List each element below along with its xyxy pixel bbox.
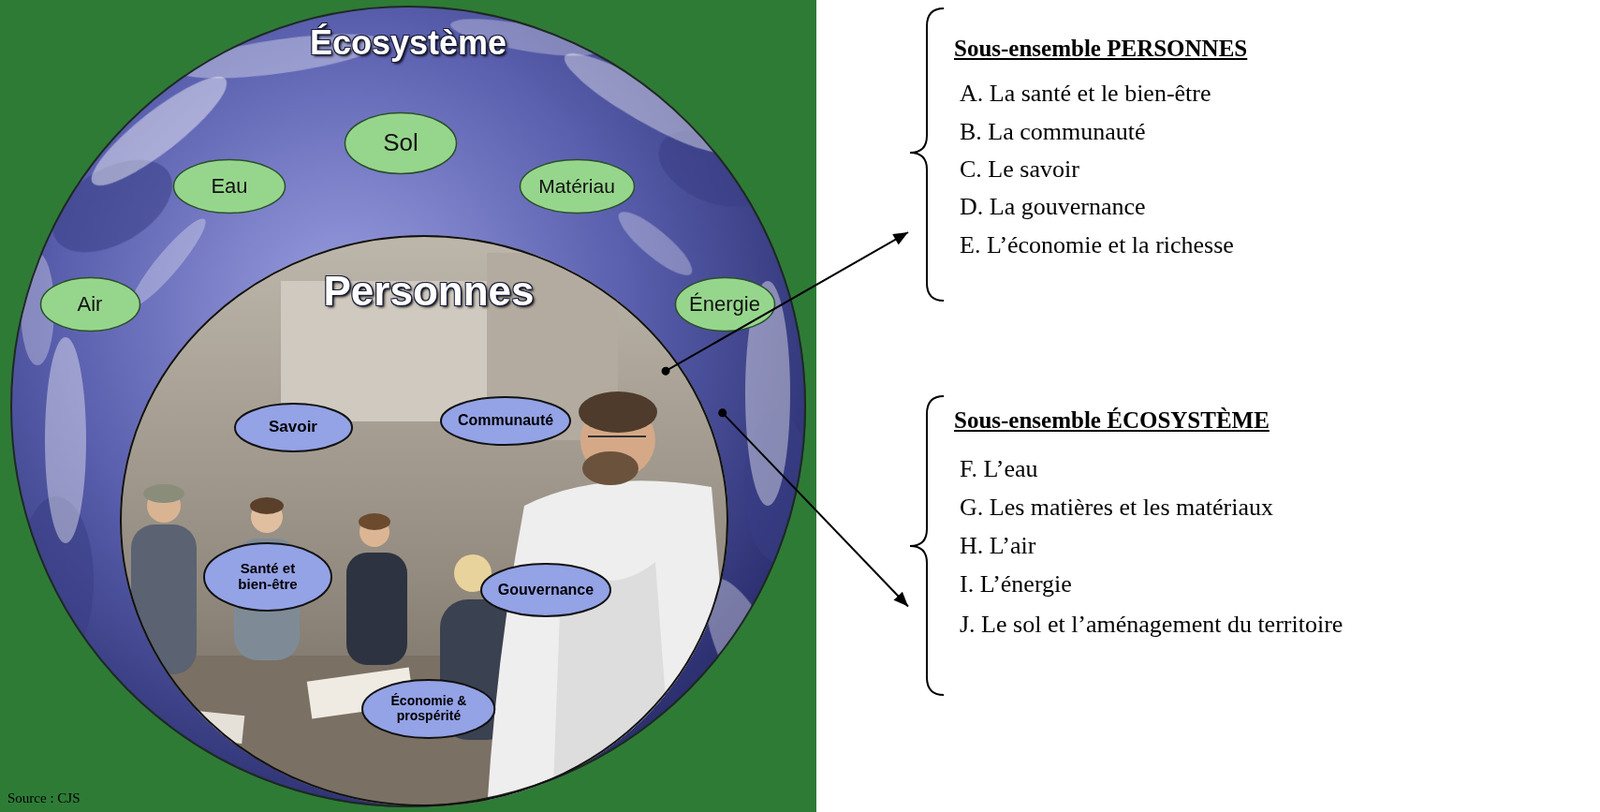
circle-border xyxy=(11,6,806,807)
list-item: A. La santé et le bien-être xyxy=(959,79,1212,108)
people-ellipse: Savoir xyxy=(233,401,354,454)
list-item: G. Les matières et les matériaux xyxy=(959,493,1274,522)
list-item: I. L’énergie xyxy=(959,570,1072,599)
ellipse-fill xyxy=(481,563,611,617)
ellipse-label: Communauté xyxy=(457,411,554,429)
people-circle: Savoir CommunautéSanté et bien-êtreGouver… xyxy=(119,234,729,807)
list-item: E. L’économie et la richesse xyxy=(959,231,1234,260)
ecosystem-list: Sous-ensemble ÉCOSYSTÈME F. L’eau G. Les m… xyxy=(908,393,1583,698)
ellipse-fill xyxy=(440,396,571,445)
ecosystem-ellipse: Eau xyxy=(172,158,287,215)
ecosystem-ellipse: Énergie xyxy=(674,276,777,333)
brace xyxy=(908,5,948,304)
ellipse-fill xyxy=(519,160,634,214)
ellipse-fill xyxy=(174,160,286,214)
list-heading: Sous-ensemble PERSONNES xyxy=(954,35,1248,62)
earth xyxy=(10,5,807,808)
people-list: Sous-ensemble PERSONNES A. La santé et le… xyxy=(908,5,1583,304)
green-ground xyxy=(0,0,817,812)
list-item: H. L’air xyxy=(959,531,1036,560)
list-item: C. Le savoir xyxy=(959,155,1080,184)
circle-border xyxy=(120,235,728,806)
ellipse-label: Gouvernance xyxy=(498,581,594,599)
brace xyxy=(908,393,948,698)
ecosystem-ellipse: Air xyxy=(39,276,142,333)
brace-line xyxy=(910,396,944,695)
ellipse-label: Santé et bien-être xyxy=(222,560,313,593)
ellipse-label: Sol xyxy=(382,129,419,157)
ecosystem-ellipse: Matériau xyxy=(518,158,636,215)
arrow-connector xyxy=(722,412,909,607)
ellipse-fill xyxy=(675,278,775,332)
ellipse-fill xyxy=(234,403,353,452)
list-item: D. La gouvernance xyxy=(959,192,1146,221)
ecosystem-ellipse: Sol xyxy=(343,111,458,176)
list-heading: Sous-ensemble ÉCOSYSTÈME xyxy=(954,407,1270,434)
ellipse-fill xyxy=(345,113,457,175)
brace-line xyxy=(910,8,944,301)
ellipse-label: Énergie xyxy=(689,293,761,317)
list-item: B. La communauté xyxy=(959,117,1146,147)
ellipse-label: Matériau xyxy=(538,175,616,198)
people-ellipse: Économie & prospérité xyxy=(360,677,497,740)
circle-title: Écosystème xyxy=(309,23,507,63)
source-note: Source : CJS xyxy=(7,790,81,807)
circle-title: Personnes xyxy=(323,267,535,315)
people-ellipse: Communauté xyxy=(439,395,573,447)
ellipse-label: Savoir xyxy=(268,417,318,436)
list-item: F. L’eau xyxy=(959,455,1039,484)
arrow-connector xyxy=(665,232,909,371)
ellipse-fill xyxy=(40,278,140,332)
ellipse-label: Économie & prospérité xyxy=(376,693,482,723)
ellipse-label: Air xyxy=(77,293,103,317)
ellipse-label: Eau xyxy=(210,175,248,199)
people-ellipse: Gouvernance xyxy=(479,561,613,618)
people-ellipse: Santé et bien-être xyxy=(202,541,334,613)
list-item: J. Le sol et l’aménagement du territoire xyxy=(959,610,1343,639)
ellipse-fill xyxy=(362,679,495,738)
ellipse-fill xyxy=(204,543,332,611)
ecosystem-circle: SolEau MatériauAir ÉnergieSavoir Communauté… xyxy=(10,5,807,808)
